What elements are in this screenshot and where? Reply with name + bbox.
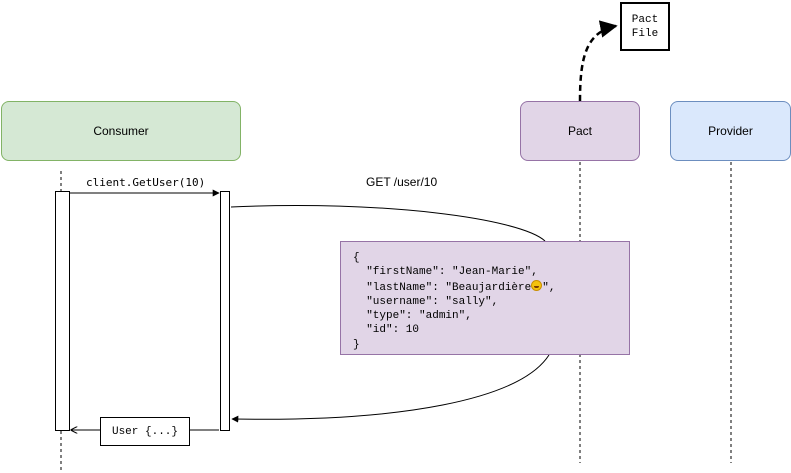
json-body-note: { "firstName": "Jean-Marie", "lastName":…	[340, 241, 630, 355]
pact-label: Pact	[567, 124, 592, 138]
json-line: "firstName": "Jean-Marie",	[353, 266, 538, 279]
pact-file-line1: Pact	[631, 13, 659, 26]
json-line: "type": "admin",	[353, 310, 472, 323]
grinning-face-icon	[531, 279, 543, 291]
call-message-label: client.GetUser(10)	[86, 176, 206, 189]
client-activation-bar	[220, 191, 230, 431]
pact-file-arrow	[578, 20, 618, 102]
json-line-lastname: "lastName": "Beaujardière ",	[353, 279, 629, 295]
request-message-label: GET /user/10	[366, 175, 438, 189]
provider-participant: Provider	[670, 101, 791, 161]
pact-file-node: Pact File	[620, 2, 670, 51]
consumer-participant: Consumer	[1, 101, 241, 161]
pact-file-line2: File	[631, 27, 659, 40]
json-lastname-text: "lastName": "Beaujardière	[353, 281, 532, 294]
response-text: User {...}	[111, 425, 178, 438]
json-line: }	[353, 338, 360, 351]
response-curve	[231, 354, 550, 423]
pact-participant: Pact	[520, 101, 640, 161]
request-curve	[230, 204, 546, 242]
response-message-label: User {...}	[100, 417, 190, 446]
consumer-activation-bar	[55, 191, 70, 431]
json-line: "username": "sally",	[353, 295, 499, 308]
json-line: "id": 10	[353, 324, 420, 337]
json-line: {	[353, 252, 360, 264]
json-lastname-suffix: ",	[542, 281, 556, 294]
consumer-label: Consumer	[93, 124, 149, 138]
provider-label: Provider	[708, 124, 753, 138]
